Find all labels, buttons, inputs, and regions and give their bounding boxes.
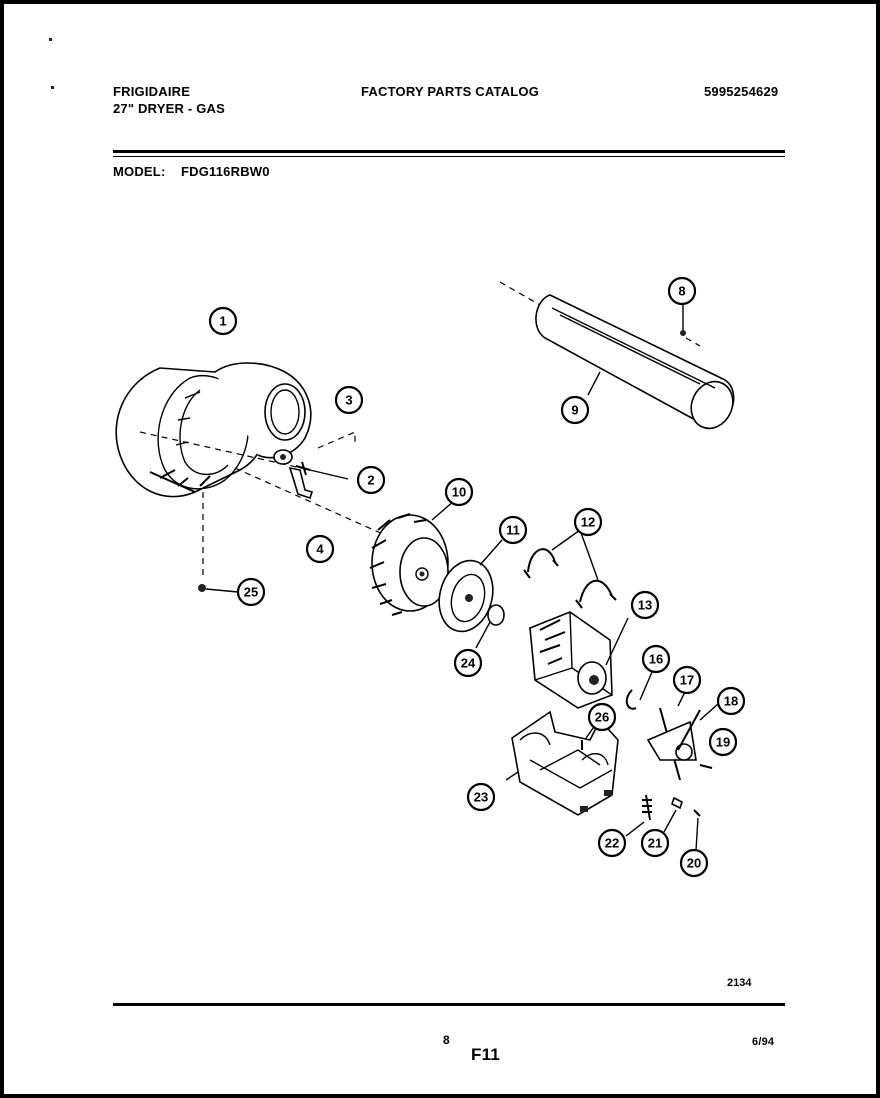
fastener-parts (273, 431, 356, 500)
svg-text:26: 26 (595, 710, 609, 725)
header-rule-bottom (113, 156, 785, 157)
callout-26: 26 (587, 702, 617, 732)
footer-date: 6/94 (752, 1036, 775, 1048)
svg-text:22: 22 (605, 836, 619, 851)
svg-text:13: 13 (638, 598, 652, 613)
callout-1: 1 (208, 306, 238, 336)
svg-text:23: 23 (474, 790, 488, 805)
drawing-number: 2134 (727, 977, 752, 989)
svg-text:11: 11 (506, 523, 520, 538)
callout-13: 13 (630, 590, 660, 620)
callout-3: 3 (334, 385, 364, 415)
header-rule-top (113, 150, 785, 153)
scan-mark (51, 86, 54, 89)
svg-text:25: 25 (244, 585, 258, 600)
callout-2: 2 (356, 465, 386, 495)
svg-text:19: 19 (716, 735, 730, 750)
svg-text:20: 20 (687, 856, 701, 871)
callout-23: 23 (466, 782, 496, 812)
callout-11: 11 (498, 515, 528, 545)
svg-text:10: 10 (452, 485, 466, 500)
blower-housing-part (115, 362, 386, 536)
callout-9: 9 (560, 395, 590, 425)
scan-mark (49, 38, 52, 41)
callout-12: 12 (573, 507, 603, 537)
brand-name: FRIGIDAIRE (113, 84, 191, 99)
motor-part (529, 611, 629, 709)
motor-mount-part (505, 710, 619, 816)
model-value: FDG116RBW0 (181, 164, 270, 179)
catalog-title: FACTORY PARTS CATALOG (361, 84, 540, 99)
catalog-number: 5995254629 (704, 84, 779, 99)
svg-text:12: 12 (581, 515, 595, 530)
page-number: 8 (443, 1033, 450, 1047)
callout-18: 18 (716, 686, 746, 716)
drum-part (499, 281, 735, 430)
callout-16: 16 (641, 644, 671, 674)
blower-wheel-part (369, 499, 456, 616)
callout-4: 4 (305, 534, 335, 564)
callout-21: 21 (640, 828, 670, 858)
svg-text:24: 24 (461, 656, 476, 671)
callout-25: 25 (236, 577, 266, 607)
svg-text:4: 4 (316, 542, 324, 557)
svg-text:17: 17 (680, 673, 694, 688)
screw-25-part (198, 492, 239, 593)
callout-22: 22 (597, 828, 627, 858)
callout-10: 10 (444, 477, 474, 507)
svg-text:8: 8 (678, 284, 685, 299)
svg-text:18: 18 (724, 694, 738, 709)
callout-17: 17 (672, 665, 702, 695)
callout-24: 24 (453, 648, 483, 678)
callout-8: 8 (667, 276, 697, 306)
model-label: MODEL: (113, 164, 166, 179)
callout-20: 20 (679, 848, 709, 878)
svg-text:21: 21 (648, 836, 662, 851)
product-name: 27" DRYER - GAS (113, 101, 225, 116)
svg-text:9: 9 (571, 403, 578, 418)
pulley-part (438, 539, 505, 649)
switch-parts (625, 671, 719, 851)
svg-text:1: 1 (219, 314, 226, 329)
footer-rule (113, 1003, 785, 1006)
svg-text:3: 3 (345, 393, 352, 408)
callout-19: 19 (708, 727, 738, 757)
svg-text:16: 16 (649, 652, 663, 667)
svg-text:2: 2 (367, 473, 374, 488)
figure-code: F11 (471, 1045, 500, 1064)
motor-clip-parts (523, 528, 617, 609)
